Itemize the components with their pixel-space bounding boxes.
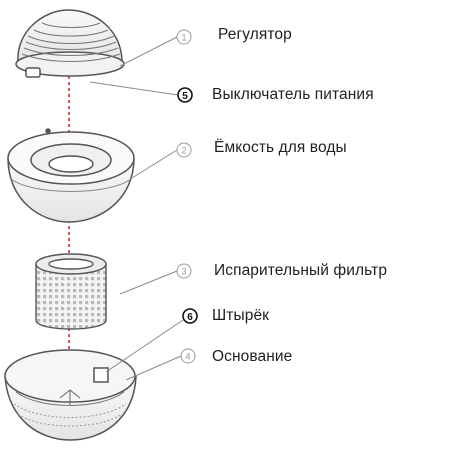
label-power-switch: Выключатель питания — [212, 86, 374, 103]
leader-line-regulator — [119, 36, 178, 67]
callout-number-3: 3 — [181, 267, 186, 277]
base-part — [4, 349, 137, 441]
leader-line-base — [125, 355, 182, 381]
water-tank-part — [7, 128, 135, 223]
callout-number-1: 1 — [181, 33, 186, 43]
regulator-part — [15, 9, 125, 78]
leader-line-pin — [105, 319, 184, 373]
label-pin: Штырёк — [212, 307, 270, 324]
label-evaporative-filter: Испарительный фильтр — [214, 262, 388, 279]
leader-line-water-tank — [131, 149, 178, 179]
callout-number-5: 5 — [182, 91, 188, 102]
leader-line-power-switch — [89, 81, 179, 96]
label-water-tank: Ёмкость для воды — [214, 139, 347, 156]
label-regulator: Регулятор — [218, 26, 292, 43]
label-base: Основание — [212, 348, 293, 365]
callout-number-4: 4 — [185, 352, 190, 362]
leader-line-filter — [119, 270, 178, 295]
callout-number-6: 6 — [187, 312, 193, 323]
evaporative-filter-part — [35, 253, 107, 330]
callout-number-2: 2 — [181, 146, 186, 156]
